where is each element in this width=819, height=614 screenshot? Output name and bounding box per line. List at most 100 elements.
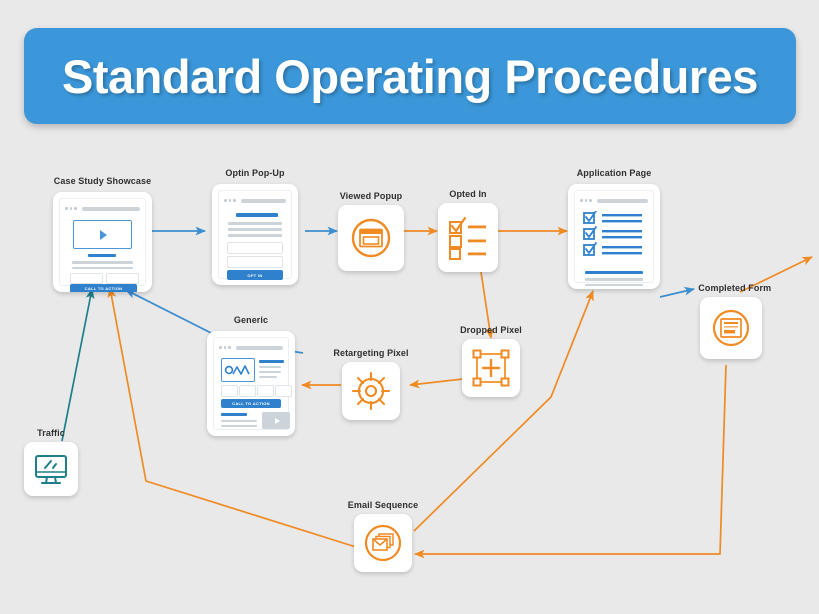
selection-box-plus-icon [472, 349, 510, 387]
line-chart-icon [224, 365, 250, 375]
browser-address-bar [240, 198, 286, 203]
feature-box [257, 385, 274, 397]
node-application-page[interactable]: Application Page [568, 168, 660, 289]
browser-titlebar [219, 343, 283, 352]
node-label-completed-form: Completed Form [698, 283, 772, 293]
browser-dot [69, 207, 72, 210]
cta-button-label: CALL TO ACTION [232, 401, 270, 406]
node-label-retargeting-pixel: Retargeting Pixel [333, 348, 409, 358]
node-generic[interactable]: Generic [207, 315, 295, 436]
node-label-opted-in: Opted In [449, 189, 487, 199]
node-label-email-sequence: Email Sequence [347, 500, 419, 510]
browser-chart-page-icon: CALL TO ACTION [213, 337, 292, 430]
browser-dot [228, 199, 231, 202]
cta-button[interactable]: CALL TO ACTION [70, 284, 137, 292]
cta-button[interactable]: CALL TO ACTION [221, 399, 281, 408]
headline-bar [236, 213, 278, 217]
browser-dot [65, 207, 68, 210]
text-line [585, 278, 643, 281]
play-triangle-icon [274, 417, 280, 424]
card-opted-in[interactable] [438, 203, 498, 272]
submit-bar [585, 271, 643, 275]
page-title: Standard Operating Procedures [62, 49, 758, 103]
browser-checklist-page-icon [574, 190, 654, 286]
card-optin-popup[interactable]: OPT IN [212, 184, 298, 285]
envelope-stack-circle-icon [364, 524, 402, 562]
play-triangle-icon [100, 229, 107, 240]
video-thumbnail-icon[interactable] [262, 412, 290, 429]
node-completed-form[interactable]: Completed Form [698, 283, 771, 359]
card-viewed-popup[interactable] [338, 205, 404, 271]
link-application-page-to-completed-form [659, 286, 695, 298]
link-email-sequence-to-application-page [413, 290, 594, 532]
node-dropped-pixel[interactable]: Dropped Pixel [460, 325, 522, 397]
text-line [585, 283, 643, 286]
headline-bar [88, 254, 116, 257]
text-line [259, 371, 281, 374]
input-field[interactable] [106, 273, 139, 284]
node-case-study-showcase[interactable]: Case Study Showcase CALL TO ACTIO [53, 176, 152, 292]
browser-dot [589, 199, 592, 202]
card-retargeting-pixel[interactable] [342, 362, 400, 420]
form-circle-icon [712, 309, 750, 347]
browser-titlebar [65, 204, 140, 213]
headline-bar [259, 360, 284, 363]
checklist-icon [449, 216, 486, 260]
input-field[interactable] [227, 242, 283, 254]
browser-address-bar [596, 198, 648, 203]
optin-button[interactable]: OPT IN [227, 270, 283, 280]
card-traffic[interactable] [24, 442, 78, 496]
node-label-optin-popup: Optin Pop-Up [225, 168, 285, 178]
text-line [228, 222, 282, 225]
browser-form-page-icon: OPT IN [218, 190, 292, 280]
node-label-case-study-showcase: Case Study Showcase [53, 176, 152, 186]
card-case-study-showcase[interactable]: CALL TO ACTION [53, 192, 152, 292]
node-label-generic: Generic [233, 315, 269, 325]
node-optin-popup[interactable]: Optin Pop-Up OPT IN [212, 168, 298, 285]
node-label-traffic: Traffic [37, 428, 65, 438]
text-line [259, 366, 281, 369]
link-traffic-to-case-study [61, 287, 95, 442]
input-field[interactable] [70, 273, 103, 284]
form-checklist-icon [583, 211, 642, 256]
card-generic[interactable]: CALL TO ACTION [207, 331, 295, 436]
node-viewed-popup[interactable]: Viewed Popup [338, 191, 404, 271]
feature-box [239, 385, 256, 397]
page-title-banner: Standard Operating Procedures [24, 28, 796, 124]
node-opted-in[interactable]: Opted In [438, 189, 498, 272]
node-traffic[interactable]: Traffic [24, 428, 78, 496]
node-label-dropped-pixel: Dropped Pixel [460, 325, 522, 335]
optin-button-label: OPT IN [247, 272, 263, 278]
card-email-sequence[interactable] [354, 514, 412, 572]
browser-address-bar [81, 206, 140, 211]
node-retargeting-pixel[interactable]: Retargeting Pixel [333, 348, 409, 420]
link-dropped-pixel-to-retargeting-pixel [408, 378, 464, 389]
card-completed-form[interactable] [700, 297, 762, 359]
text-line [228, 228, 282, 231]
browser-address-bar [235, 345, 283, 350]
browser-titlebar [580, 196, 648, 205]
text-line [221, 425, 257, 428]
feature-box [221, 385, 238, 397]
text-line [228, 234, 282, 237]
browser-dot [223, 346, 226, 349]
subheadline-bar [221, 413, 247, 416]
browser-dot [233, 199, 236, 202]
node-email-sequence[interactable]: Email Sequence [348, 500, 418, 572]
video-player-icon[interactable] [73, 220, 132, 249]
browser-dot [580, 199, 583, 202]
browser-dot [224, 199, 227, 202]
browser-titlebar [224, 196, 286, 205]
link-completed-form-to-email-sequence [413, 364, 727, 559]
card-application-page[interactable] [568, 184, 660, 289]
browser-dot [219, 346, 222, 349]
browser-dot [228, 346, 231, 349]
node-label-viewed-popup: Viewed Popup [339, 191, 403, 201]
text-line [72, 266, 133, 269]
input-field[interactable] [227, 256, 283, 268]
node-label-application-page: Application Page [576, 168, 652, 178]
crosshair-target-icon [351, 371, 391, 411]
text-line [72, 261, 133, 264]
card-dropped-pixel[interactable] [462, 339, 520, 397]
